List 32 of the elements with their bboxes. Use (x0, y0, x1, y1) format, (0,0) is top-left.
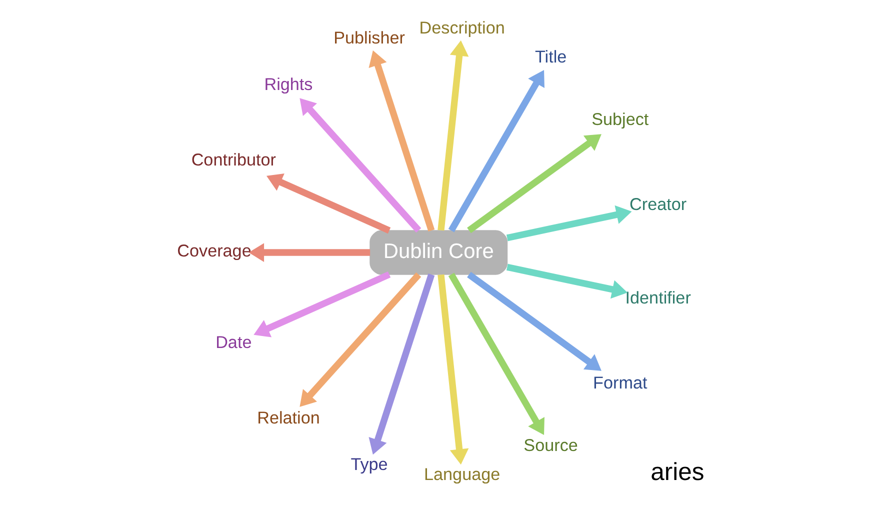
node-text: Contributor (191, 150, 276, 170)
arrow (266, 174, 391, 234)
arrow (467, 272, 602, 371)
arrow (506, 205, 632, 242)
arrow (506, 264, 628, 299)
arrow (254, 271, 391, 338)
node-text: Description (419, 18, 505, 38)
node-text: Language (424, 464, 500, 484)
node-text: Source (524, 436, 578, 455)
node-text: Publisher (334, 28, 405, 48)
arrow (467, 134, 602, 234)
arrow (368, 50, 435, 232)
arrow (300, 272, 422, 407)
node-text: Identifier (625, 288, 691, 308)
node-text: Date (216, 332, 252, 352)
node-box: Dublin Core (370, 230, 508, 275)
node-text: Subject (592, 110, 649, 129)
arrow (438, 274, 469, 465)
node-text: Type (350, 455, 388, 474)
arrow (438, 40, 469, 231)
node-text: Coverage (177, 242, 252, 261)
node-text: Rights (264, 74, 313, 94)
arrow (448, 70, 544, 232)
arrow (368, 274, 435, 455)
node-text: Relation (257, 408, 320, 428)
node-text: Title (534, 47, 567, 66)
node-text: Creator (630, 195, 687, 214)
arrow (448, 272, 544, 436)
label: aries (650, 459, 704, 486)
node-text: Format (593, 374, 648, 393)
arrow (248, 243, 370, 262)
arrow (300, 98, 422, 233)
